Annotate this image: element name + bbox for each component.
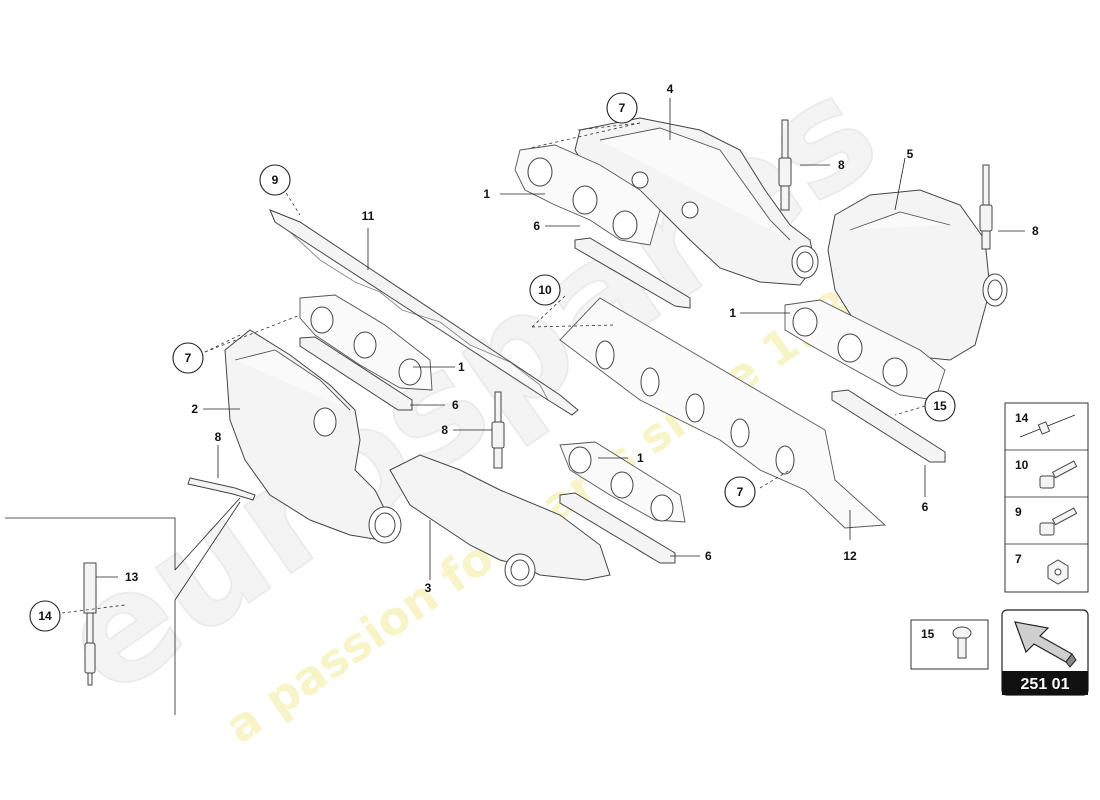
page-reference[interactable]: 251 01 bbox=[1001, 609, 1089, 696]
legend-label-15: 15 bbox=[921, 627, 935, 641]
page-ref-band bbox=[1002, 671, 1088, 695]
oxygen-sensor-8-left bbox=[187, 477, 256, 501]
exhaust-manifold-4 bbox=[574, 117, 819, 286]
callout-5: 5 bbox=[907, 147, 914, 161]
callout-1-top: 1 bbox=[483, 187, 490, 201]
bracket-6-bottom bbox=[559, 492, 676, 564]
callout-8-top: 8 bbox=[838, 158, 845, 172]
bubble-14: 14 bbox=[38, 609, 52, 623]
oxygen-sensor-13 bbox=[83, 562, 97, 686]
bracket-6-top bbox=[574, 237, 691, 309]
exhaust-manifold-3 bbox=[389, 454, 611, 587]
bubble-10: 10 bbox=[538, 283, 552, 297]
bubble-7-left: 7 bbox=[185, 351, 192, 365]
gasket-1-left bbox=[299, 294, 433, 391]
nut-icon bbox=[1047, 559, 1069, 585]
heat-shield-12 bbox=[559, 297, 887, 529]
callout-3: 3 bbox=[425, 581, 432, 595]
callout-6-bottom: 6 bbox=[705, 549, 712, 563]
callout-1-left: 1 bbox=[458, 360, 465, 374]
callout-4: 4 bbox=[667, 82, 674, 96]
leader-lines bbox=[61, 98, 1025, 614]
callout-6-right: 6 bbox=[922, 500, 929, 514]
callout-8-right: 8 bbox=[1032, 224, 1039, 238]
legend-label-7: 7 bbox=[1015, 552, 1022, 566]
watermark: eurospares a passion for parts since 198… bbox=[30, 42, 909, 754]
legend-label-9: 9 bbox=[1015, 505, 1022, 519]
fastener-legend: 14 10 9 7 15 bbox=[910, 402, 1089, 670]
detail-frame bbox=[5, 497, 241, 715]
screw-icon-15 bbox=[952, 626, 972, 659]
watermark-brand: eurospares bbox=[31, 43, 908, 730]
bubble-15: 15 bbox=[933, 399, 947, 413]
gasket-1-bottom bbox=[559, 441, 686, 523]
oxygen-sensor-8-right bbox=[979, 164, 993, 250]
oxygen-sensor-8-top bbox=[778, 119, 792, 211]
callout-6-left: 6 bbox=[452, 398, 459, 412]
bubble-7-bottom: 7 bbox=[737, 485, 744, 499]
callout-8-left: 8 bbox=[215, 430, 222, 444]
page-ref-code: 251 01 bbox=[1021, 676, 1070, 693]
bolt-icon-10 bbox=[1039, 460, 1078, 489]
callout-8-middle: 8 bbox=[441, 423, 448, 437]
legend-label-14: 14 bbox=[1015, 411, 1029, 425]
callout-12: 12 bbox=[843, 549, 857, 563]
bracket-6-right bbox=[831, 389, 946, 463]
callout-6-top: 6 bbox=[533, 219, 540, 233]
callout-1-right: 1 bbox=[729, 306, 736, 320]
legend-label-10: 10 bbox=[1015, 458, 1029, 472]
bubble-9: 9 bbox=[272, 173, 279, 187]
heat-shield-11 bbox=[269, 209, 579, 416]
sensor-icon bbox=[1019, 414, 1076, 438]
bolt-icon-9 bbox=[1039, 507, 1078, 536]
circled-callouts: 7 9 10 7 15 7 14 bbox=[29, 92, 956, 632]
gasket-1-top bbox=[514, 144, 661, 246]
callout-11: 11 bbox=[362, 209, 375, 223]
oxygen-sensor-8-middle bbox=[491, 391, 505, 469]
callout-2: 2 bbox=[191, 402, 198, 416]
exhaust-manifold-5 bbox=[827, 189, 1008, 361]
gasket-1-right bbox=[784, 299, 946, 401]
arrow-icon bbox=[1014, 621, 1077, 668]
bubble-7-top: 7 bbox=[619, 101, 626, 115]
callout-labels: 4 5 8 8 1 6 1 11 2 1 6 8 8 1 6 3 12 6 13 bbox=[125, 82, 1039, 595]
exhaust-manifold-2 bbox=[224, 329, 402, 544]
callout-1-bottom: 1 bbox=[637, 451, 644, 465]
callout-13: 13 bbox=[125, 570, 139, 584]
bracket-6-left bbox=[299, 336, 413, 411]
